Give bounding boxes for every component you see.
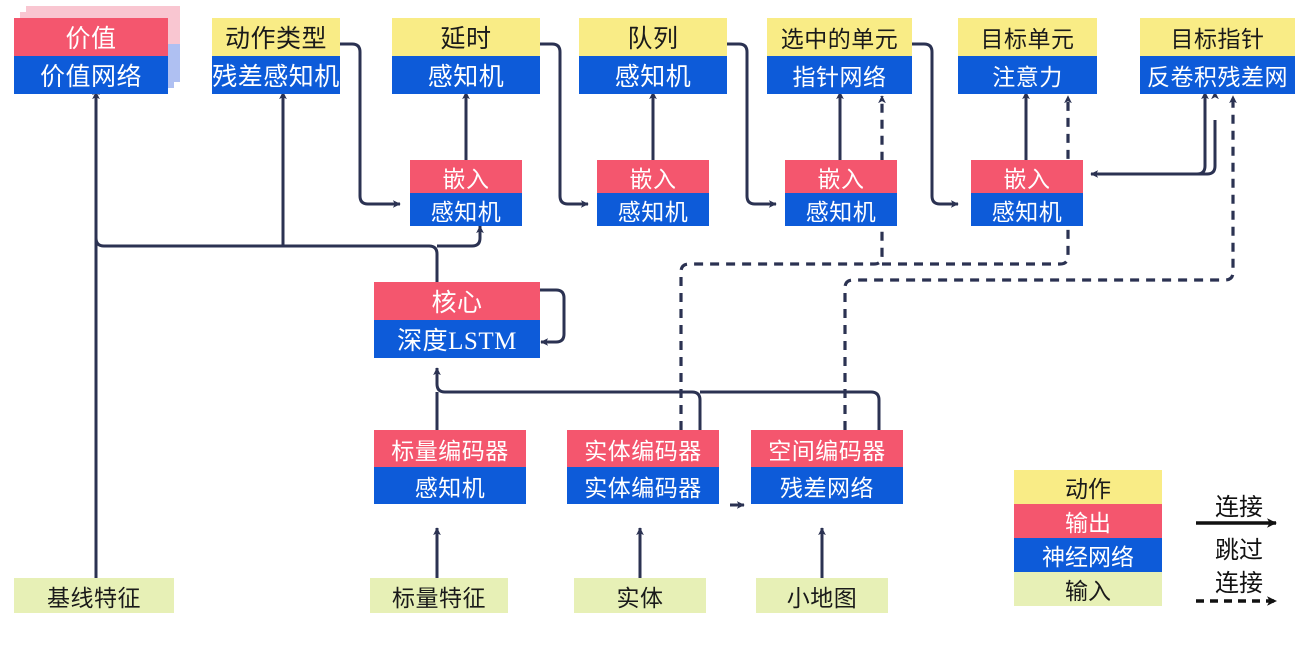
node-target-unit-network: 注意力 (958, 56, 1097, 94)
node-embed-4[interactable]: 嵌入 感知机 (971, 160, 1083, 226)
node-minimap-label: 小地图 (756, 578, 888, 613)
node-scalar-encoder-output: 标量编码器 (374, 430, 526, 467)
node-selected-units-action: 选中的单元 (767, 18, 912, 56)
node-spatial-encoder[interactable]: 空间编码器 残差网络 (751, 430, 903, 504)
node-delay-action: 延时 (392, 18, 540, 56)
node-value[interactable]: 价值 价值网络 (14, 18, 168, 94)
node-scalar-features[interactable]: 标量特征 (370, 578, 508, 613)
node-selected-units-network: 指针网络 (767, 56, 912, 94)
node-target-unit-action: 目标单元 (958, 18, 1097, 56)
node-embed-4-network: 感知机 (971, 193, 1083, 226)
node-core-network: 深度LSTM (374, 320, 540, 358)
node-embed-2-output: 嵌入 (597, 160, 709, 193)
legend-swatch-input: 输入 (1014, 572, 1162, 606)
node-queue-network: 感知机 (579, 56, 727, 94)
node-action-type[interactable]: 动作类型 残差感知机 (212, 18, 340, 94)
node-scalar-encoder-network: 感知机 (374, 467, 526, 504)
legend-swatch-action: 动作 (1014, 470, 1162, 504)
node-entity-encoder-output: 实体编码器 (567, 430, 719, 467)
node-embed-4-output: 嵌入 (971, 160, 1083, 193)
node-action-type-action: 动作类型 (212, 18, 340, 56)
node-embed-3-network: 感知机 (785, 193, 897, 226)
node-embed-3[interactable]: 嵌入 感知机 (785, 160, 897, 226)
node-scalar-encoder[interactable]: 标量编码器 感知机 (374, 430, 526, 504)
node-baseline-features-label: 基线特征 (14, 578, 174, 613)
node-value-network: 价值网络 (14, 56, 168, 94)
node-entity-encoder[interactable]: 实体编码器 实体编码器 (567, 430, 719, 504)
node-action-type-network: 残差感知机 (212, 56, 340, 94)
node-entities-label: 实体 (574, 578, 706, 613)
node-delay-network: 感知机 (392, 56, 540, 94)
node-embed-1[interactable]: 嵌入 感知机 (410, 160, 522, 226)
legend-skip-label-line2: 连接 (1215, 571, 1263, 597)
node-core-output: 核心 (374, 282, 540, 320)
node-selected-units[interactable]: 选中的单元 指针网络 (767, 18, 912, 94)
node-minimap[interactable]: 小地图 (756, 578, 888, 613)
legend-skip-label-line1: 跳过 (1215, 538, 1263, 564)
node-queue[interactable]: 队列 感知机 (579, 18, 727, 94)
node-spatial-encoder-output: 空间编码器 (751, 430, 903, 467)
node-embed-3-output: 嵌入 (785, 160, 897, 193)
node-scalar-features-label: 标量特征 (370, 578, 508, 613)
node-embed-1-output: 嵌入 (410, 160, 522, 193)
node-spatial-encoder-network: 残差网络 (751, 467, 903, 504)
node-baseline-features[interactable]: 基线特征 (14, 578, 174, 613)
node-target-point-action: 目标指针 (1140, 18, 1295, 56)
node-core[interactable]: 核心 深度LSTM (374, 282, 540, 358)
legend-swatches: 动作 输出 神经网络 输入 (1014, 470, 1162, 606)
node-entities[interactable]: 实体 (574, 578, 706, 613)
node-embed-2[interactable]: 嵌入 感知机 (597, 160, 709, 226)
node-target-point-network: 反卷积残差网 (1140, 56, 1295, 94)
node-embed-2-network: 感知机 (597, 193, 709, 226)
node-target-unit-network-wrap: 注意力 (958, 56, 1097, 94)
legend-swatch-output: 输出 (1014, 504, 1162, 538)
node-value-action: 价值 (14, 18, 168, 56)
node-delay[interactable]: 延时 感知机 (392, 18, 540, 94)
legend-connection-label: 连接 (1215, 495, 1263, 521)
node-target-point[interactable]: 目标指针 反卷积残差网 (1140, 18, 1295, 94)
node-embed-1-network: 感知机 (410, 193, 522, 226)
node-entity-encoder-network: 实体编码器 (567, 467, 719, 504)
node-queue-action: 队列 (579, 18, 727, 56)
legend-swatch-network: 神经网络 (1014, 538, 1162, 572)
